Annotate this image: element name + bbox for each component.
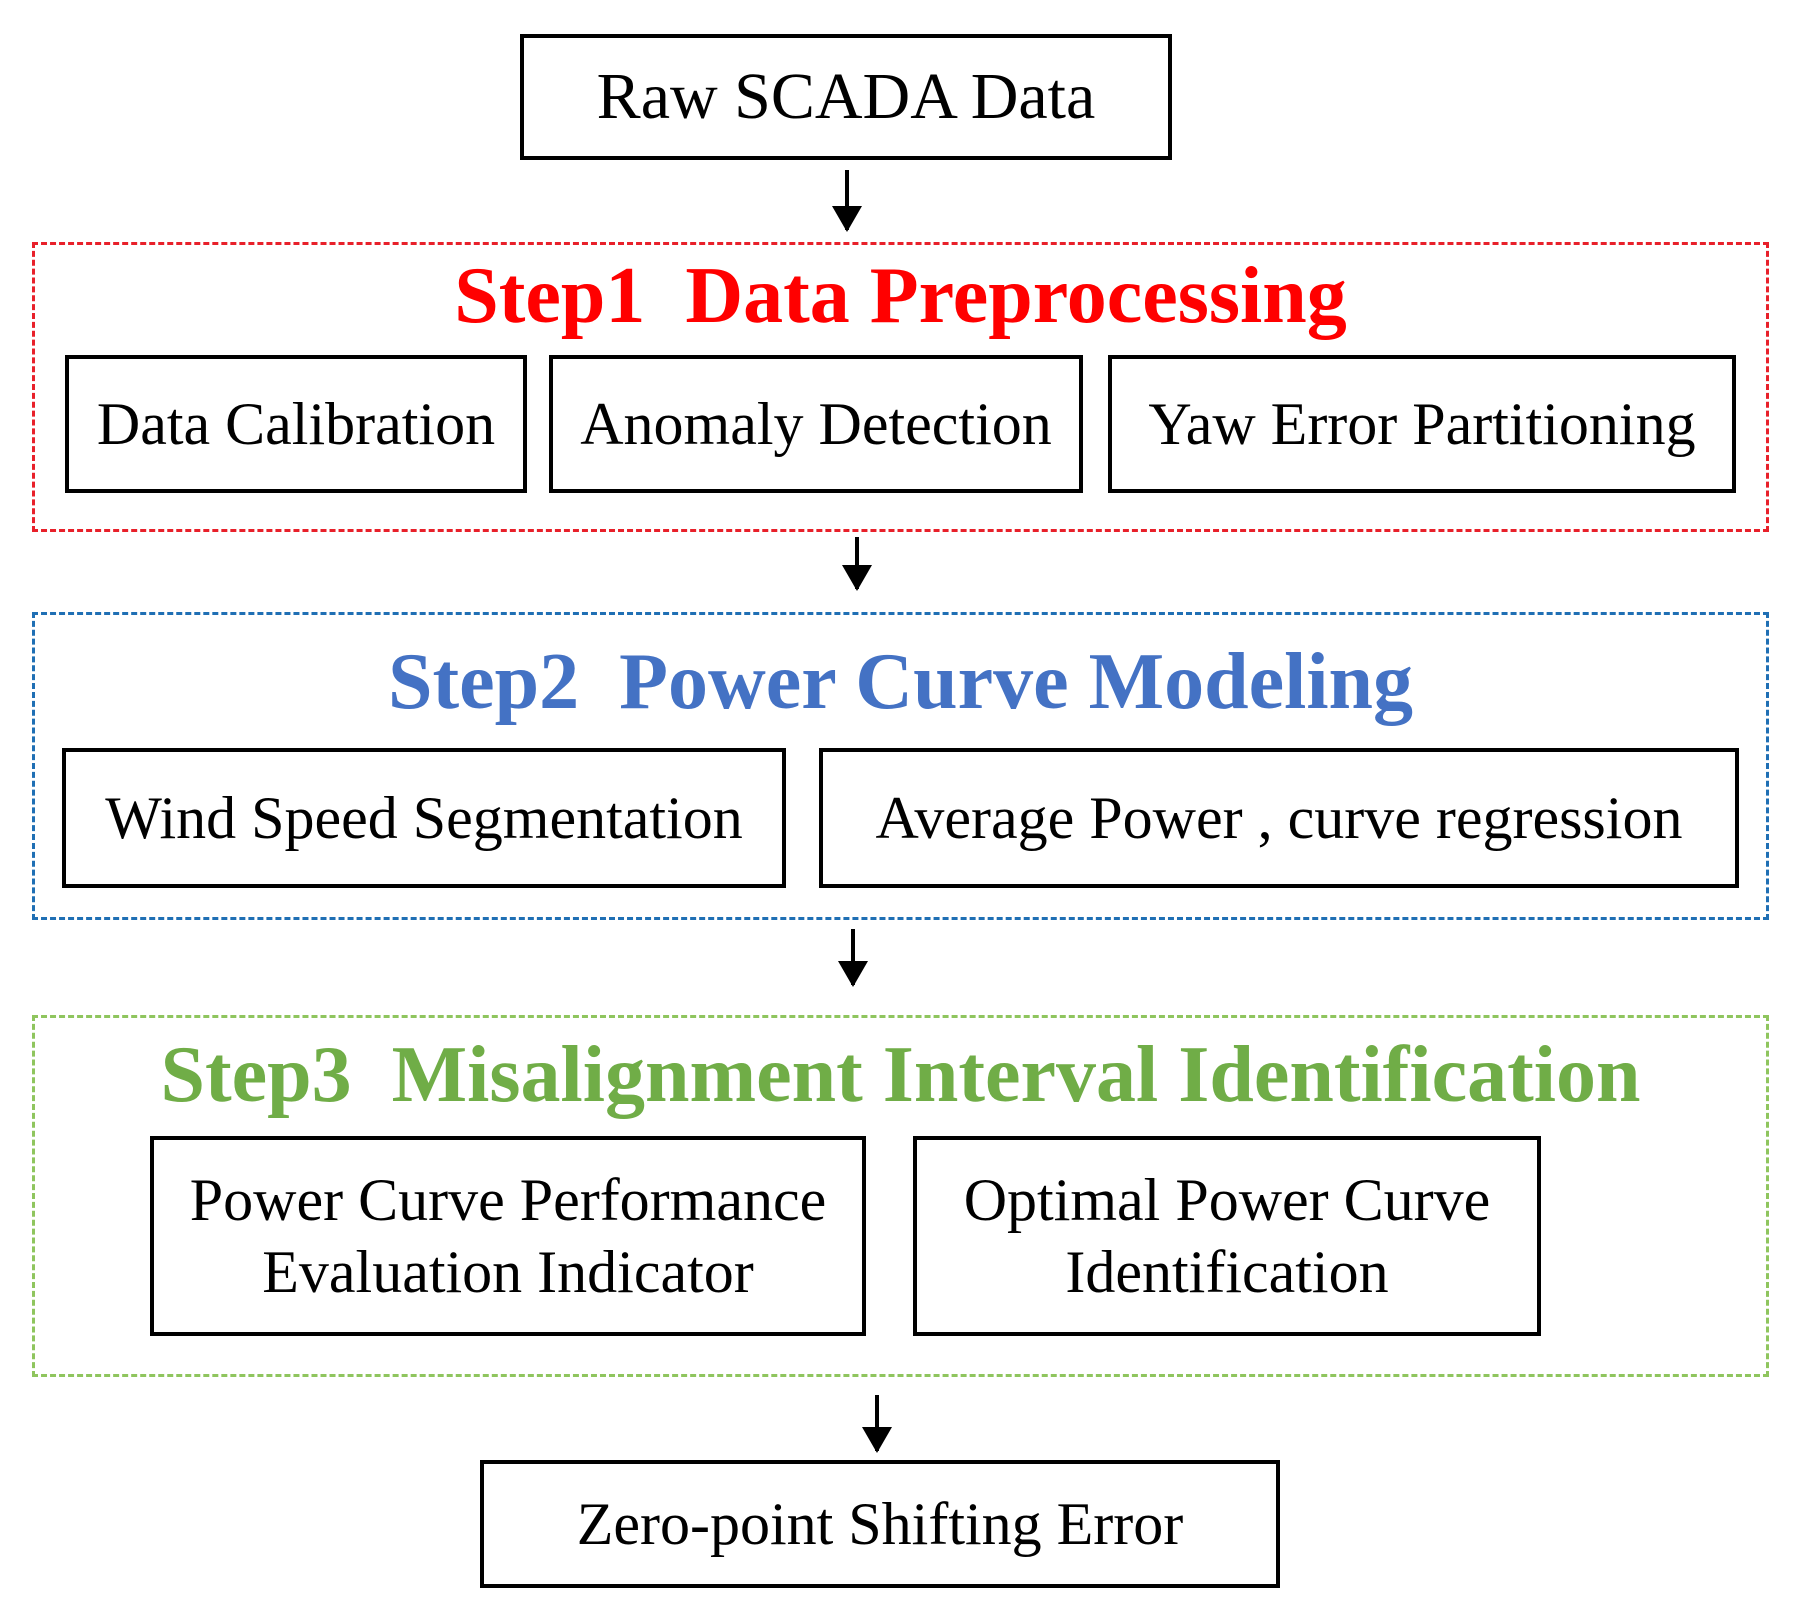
yaw-error-partitioning-box: Yaw Error Partitioning — [1108, 355, 1736, 493]
arrow-step1-to-step2 — [842, 537, 872, 591]
optimal-power-curve-identification-box: Optimal Power Curve Identification — [913, 1136, 1541, 1336]
zero-point-shifting-error-node: Zero-point Shifting Error — [480, 1460, 1280, 1588]
arrow-step3-to-final — [862, 1395, 892, 1453]
anomaly-detection-box: Anomaly Detection — [549, 355, 1083, 493]
performance-evaluation-indicator-box: Power Curve Performance Evaluation Indic… — [150, 1136, 866, 1336]
average-power-curve-regression-box: Average Power , curve regression — [819, 748, 1739, 888]
step2-group: Step2 Power Curve Modeling Wind Speed Se… — [32, 612, 1769, 920]
step3-group: Step3 Misalignment Interval Identificati… — [32, 1015, 1769, 1377]
wind-speed-segmentation-box: Wind Speed Segmentation — [62, 748, 786, 888]
step1-group: Step1 Data Preprocessing Data Calibratio… — [32, 242, 1769, 532]
step2-title: Step2 Power Curve Modeling — [387, 638, 1414, 726]
step3-title: Step3 Misalignment Interval Identificati… — [160, 1031, 1641, 1119]
arrow-step2-to-step3 — [838, 929, 868, 987]
raw-scada-data-node: Raw SCADA Data — [520, 34, 1172, 160]
step1-title: Step1 Data Preprocessing — [454, 252, 1347, 340]
arrow-raw-to-step1 — [832, 170, 862, 232]
data-calibration-box: Data Calibration — [65, 355, 527, 493]
